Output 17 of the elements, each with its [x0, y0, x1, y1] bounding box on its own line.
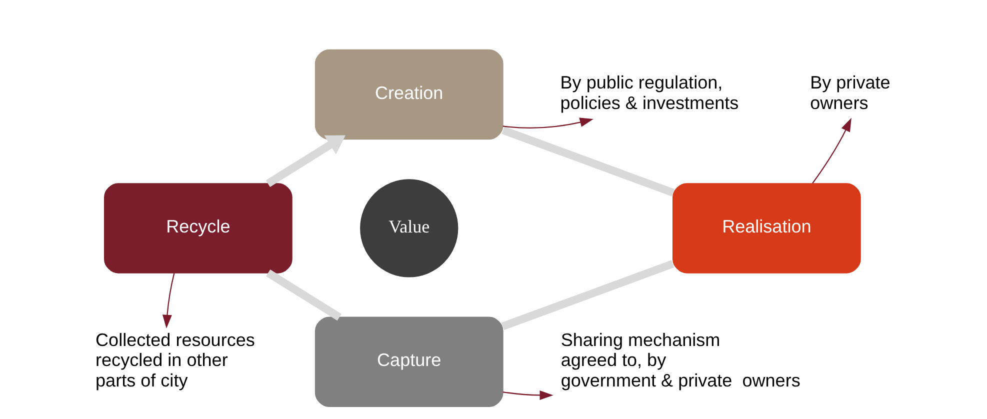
- connector: [500, 260, 674, 330]
- node-text: Collected resources recycled in other parts of city: [95, 330, 254, 390]
- node-box: Capture: [314, 316, 503, 407]
- node-box: Recycle: [104, 183, 292, 274]
- arrow: [162, 272, 174, 328]
- node-box: Realisation: [672, 183, 860, 274]
- connector: [501, 126, 674, 196]
- node-text: Sharing mechanism agreed to, by government & private owners: [560, 330, 800, 390]
- arrow: [265, 135, 346, 187]
- node-text: By public regulation, policies & investments: [560, 72, 738, 113]
- node-text: By private owners: [810, 72, 890, 113]
- node-box: Creation: [314, 49, 503, 140]
- arrow: [502, 118, 593, 128]
- arrow: [502, 390, 553, 400]
- connector: [266, 270, 341, 321]
- node-circle: Value: [360, 179, 458, 278]
- arrow: [812, 118, 851, 184]
